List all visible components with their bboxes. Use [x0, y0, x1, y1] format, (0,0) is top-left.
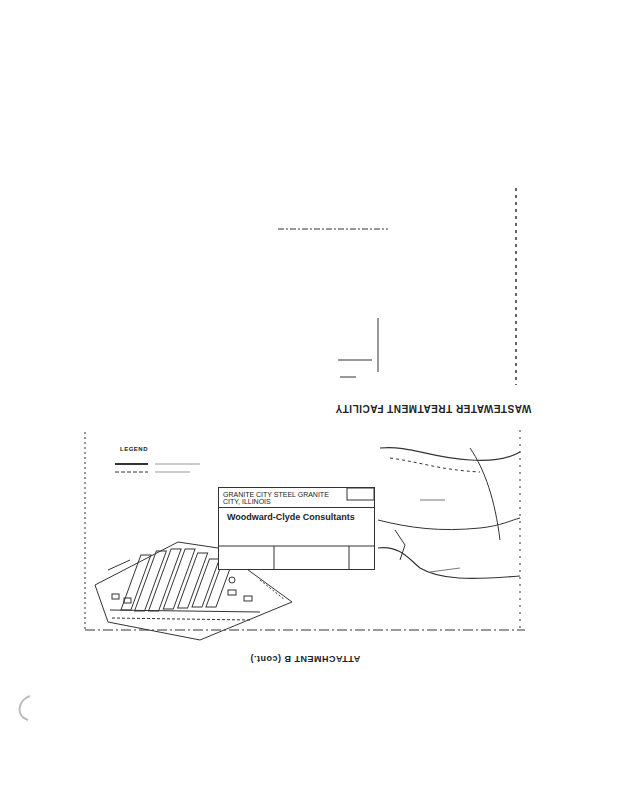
legend-heading: LEGEND	[120, 446, 148, 452]
client-name: GRANITE CITY STEEL GRANITE CITY, ILLINOI…	[219, 488, 374, 508]
firm-name: Woodward-Clyde Consultants	[219, 508, 374, 524]
attachment-title: ATTACHMENT B (cont.)	[250, 654, 360, 664]
title-block: GRANITE CITY STEEL GRANITE CITY, ILLINOI…	[218, 487, 375, 570]
area-title: WASTEWATER TREATMENT FACILITY	[335, 403, 531, 414]
